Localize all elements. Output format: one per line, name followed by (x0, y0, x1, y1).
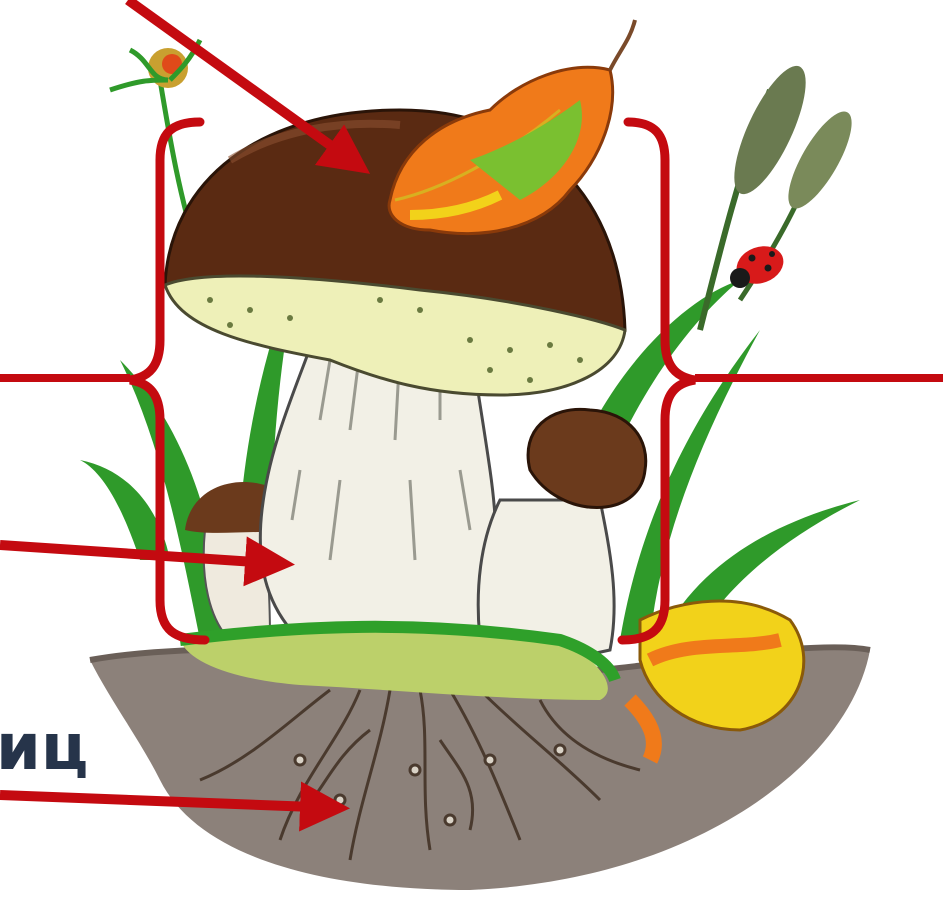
ladybug-icon (730, 240, 789, 290)
small-mushroom-right (478, 409, 646, 656)
mycelium-label: иц (0, 716, 88, 780)
